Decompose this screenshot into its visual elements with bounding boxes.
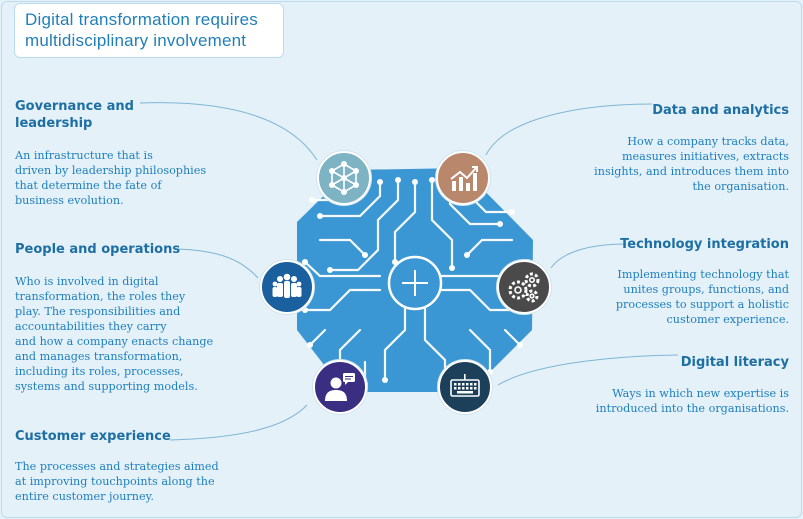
connector-technology: [550, 243, 627, 269]
page-title: Digital transformation requires multidis…: [25, 10, 258, 50]
people-heading: People and operations: [15, 242, 181, 257]
data-icon-circle: [436, 151, 490, 205]
connector-customer: [169, 404, 308, 441]
data-heading: Data and analytics: [652, 103, 789, 118]
title-box: Digital transformation requires multidis…: [14, 3, 284, 58]
customer-heading: Customer experience: [15, 429, 171, 444]
connector-literacy: [497, 354, 679, 386]
literacy-description: Ways in which new expertise is introduce…: [595, 387, 789, 415]
customer-icon-circle: [313, 360, 367, 414]
data-description: How a company tracks data, measures init…: [594, 135, 789, 193]
technology-icon-circle: [497, 260, 551, 314]
bar-chart-trend-icon: [450, 166, 478, 191]
technology-description: Implementing technology that unites grou…: [615, 268, 789, 326]
literacy-heading: Digital literacy: [680, 355, 789, 370]
keyboard-icon: [450, 374, 480, 397]
governance-icon-circle: [317, 151, 371, 205]
network-hexagon-icon: [329, 161, 359, 195]
support-agent-icon: [325, 373, 355, 401]
gears-icon: [508, 272, 540, 303]
literacy-icon-circle: [438, 360, 492, 414]
connector-data: [485, 103, 653, 156]
people-description: Who is involved in digital transformatio…: [15, 275, 214, 393]
customer-description: The processes and strategies aimed at im…: [15, 460, 219, 503]
connector-governance: [139, 102, 318, 161]
governance-heading: Governance and leadership: [15, 99, 134, 131]
team-people-icon: [272, 273, 302, 298]
governance-description: An infrastructure that is driven by lead…: [15, 149, 207, 207]
technology-heading: Technology integration: [620, 237, 789, 252]
people-icon-circle: [260, 260, 314, 314]
connector-people: [175, 248, 259, 279]
